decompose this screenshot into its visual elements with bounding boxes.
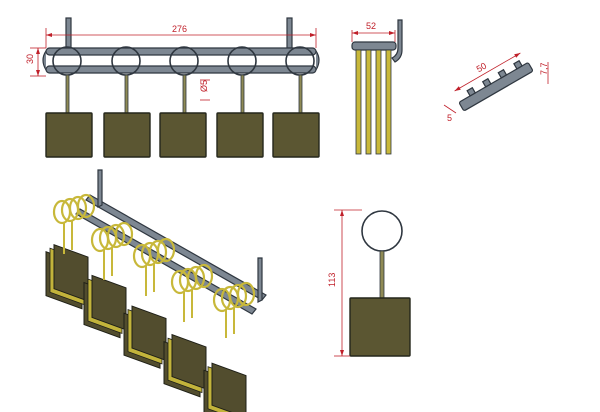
iso-tag-stack: [163, 263, 214, 398]
dim-label-ring: Ø5: [199, 80, 209, 92]
side-rail: [351, 41, 397, 51]
dim-label-113: 113: [327, 273, 337, 287]
side-tag-edge: [365, 49, 372, 155]
dim-label-30: 30: [25, 54, 35, 64]
dim-label-5: 5: [447, 113, 452, 123]
front-tag-unit: [45, 46, 93, 158]
iso-tag-stack: [123, 237, 176, 369]
dimension-ring-diameter: Ø5: [199, 79, 210, 101]
dimension-bar-width: 5: [443, 104, 457, 123]
single-tag-view: 113: [327, 209, 411, 357]
dimension-single-height: 113: [327, 209, 362, 357]
dimension-rail-height: 30: [25, 47, 46, 77]
side-tag-edge: [355, 49, 362, 155]
side-tag-edge: [375, 49, 382, 155]
single-tag: [349, 297, 411, 357]
dim-label-52: 52: [366, 21, 376, 31]
isometric-view: [45, 169, 267, 412]
dimension-side-depth: 52: [351, 21, 396, 42]
front-hook-right: [286, 17, 293, 49]
front-rail-top: [45, 47, 317, 56]
single-rod: [379, 250, 385, 299]
front-rail-end-left: [42, 50, 47, 71]
side-hook: [391, 19, 403, 63]
dim-label-276: 276: [172, 24, 187, 34]
front-tag-unit: [272, 46, 320, 158]
bar-body: [458, 62, 534, 111]
bar-notches: [466, 59, 523, 97]
front-tag-unit: [216, 46, 264, 158]
iso-tag-stack: [45, 193, 96, 310]
dimension-rail-length: 276: [45, 24, 317, 48]
side-view: 52: [351, 19, 403, 155]
front-rail-bottom: [45, 65, 317, 74]
side-tag-edge: [385, 49, 392, 155]
front-view: 276 30 Ø5: [25, 17, 320, 158]
front-tag-unit: [103, 46, 151, 158]
bar-detail-view: 50 7,7 5: [443, 52, 549, 123]
front-rail-end-right: [315, 50, 320, 71]
iso-tag-stack: [203, 281, 256, 412]
single-ring: [361, 210, 403, 252]
front-tag-unit: [159, 46, 207, 158]
dimension-bar-height: 7,7: [539, 62, 549, 84]
dim-label-50: 50: [475, 61, 489, 75]
front-hook-left: [65, 17, 72, 49]
iso-hook-left: [97, 169, 103, 208]
iso-hook-right: [257, 257, 263, 303]
iso-tag-stack: [83, 221, 134, 339]
dim-label-77: 7,7: [539, 62, 549, 75]
